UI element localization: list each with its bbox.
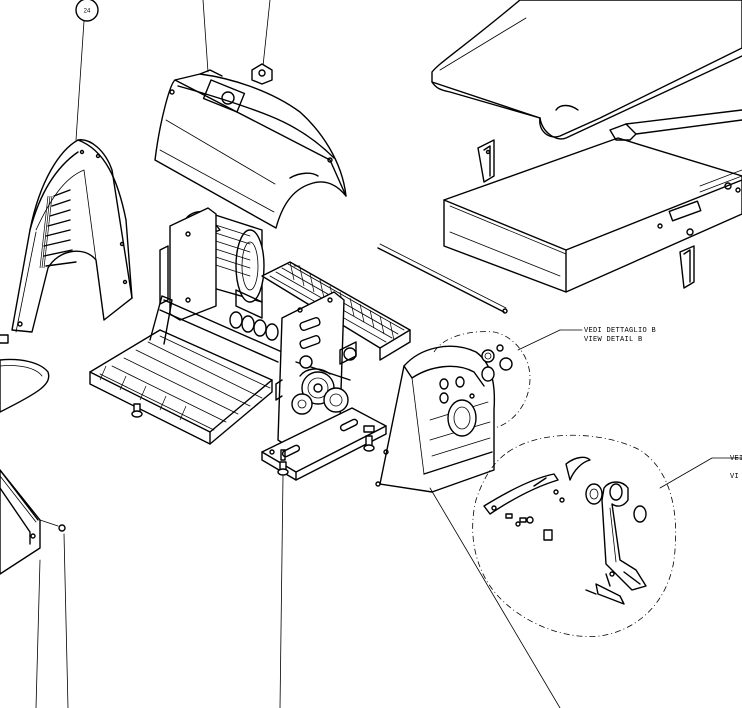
top-right-cover-plate — [431, 0, 742, 140]
right-side-tray — [443, 109, 742, 293]
left-side-guard — [11, 139, 133, 333]
detail-c-view: VEI VI — [472, 434, 742, 637]
detail-b-view: VEDI DETTAGLIO B VIEW DETAIL B — [433, 327, 656, 429]
support-bracket-upper — [477, 139, 495, 183]
front-grill-tray — [89, 295, 283, 445]
machine-frame-left — [159, 207, 217, 321]
small-bracket-top — [251, 63, 273, 85]
base-plate — [261, 407, 387, 481]
leader-line-bottom-right — [429, 487, 561, 708]
leader-line-top-1 — [202, 0, 209, 73]
center-gear-plate — [275, 291, 357, 449]
roller-spacers — [229, 289, 279, 341]
machine-feet — [131, 403, 375, 708]
balloon-number: 24 — [84, 9, 91, 15]
part-balloon-24: 24 — [75, 0, 99, 141]
leader-line-top-2 — [262, 0, 271, 67]
detail-b-label-italian: VEDI DETTAGLIO B — [584, 327, 656, 335]
top-cover-hood — [154, 69, 347, 229]
long-rod — [377, 243, 508, 314]
lower-left-table — [0, 469, 69, 708]
detail-c-label-english: VI — [730, 473, 739, 481]
left-roller-fragment — [0, 334, 50, 413]
detail-c-parts — [483, 456, 647, 605]
support-bracket-lower — [679, 245, 695, 289]
detail-b-parts — [481, 344, 513, 382]
detail-c-label-italian: VEI — [730, 455, 742, 463]
detail-b-label-english: VIEW DETAIL B — [584, 336, 643, 344]
right-side-guard — [375, 345, 496, 493]
